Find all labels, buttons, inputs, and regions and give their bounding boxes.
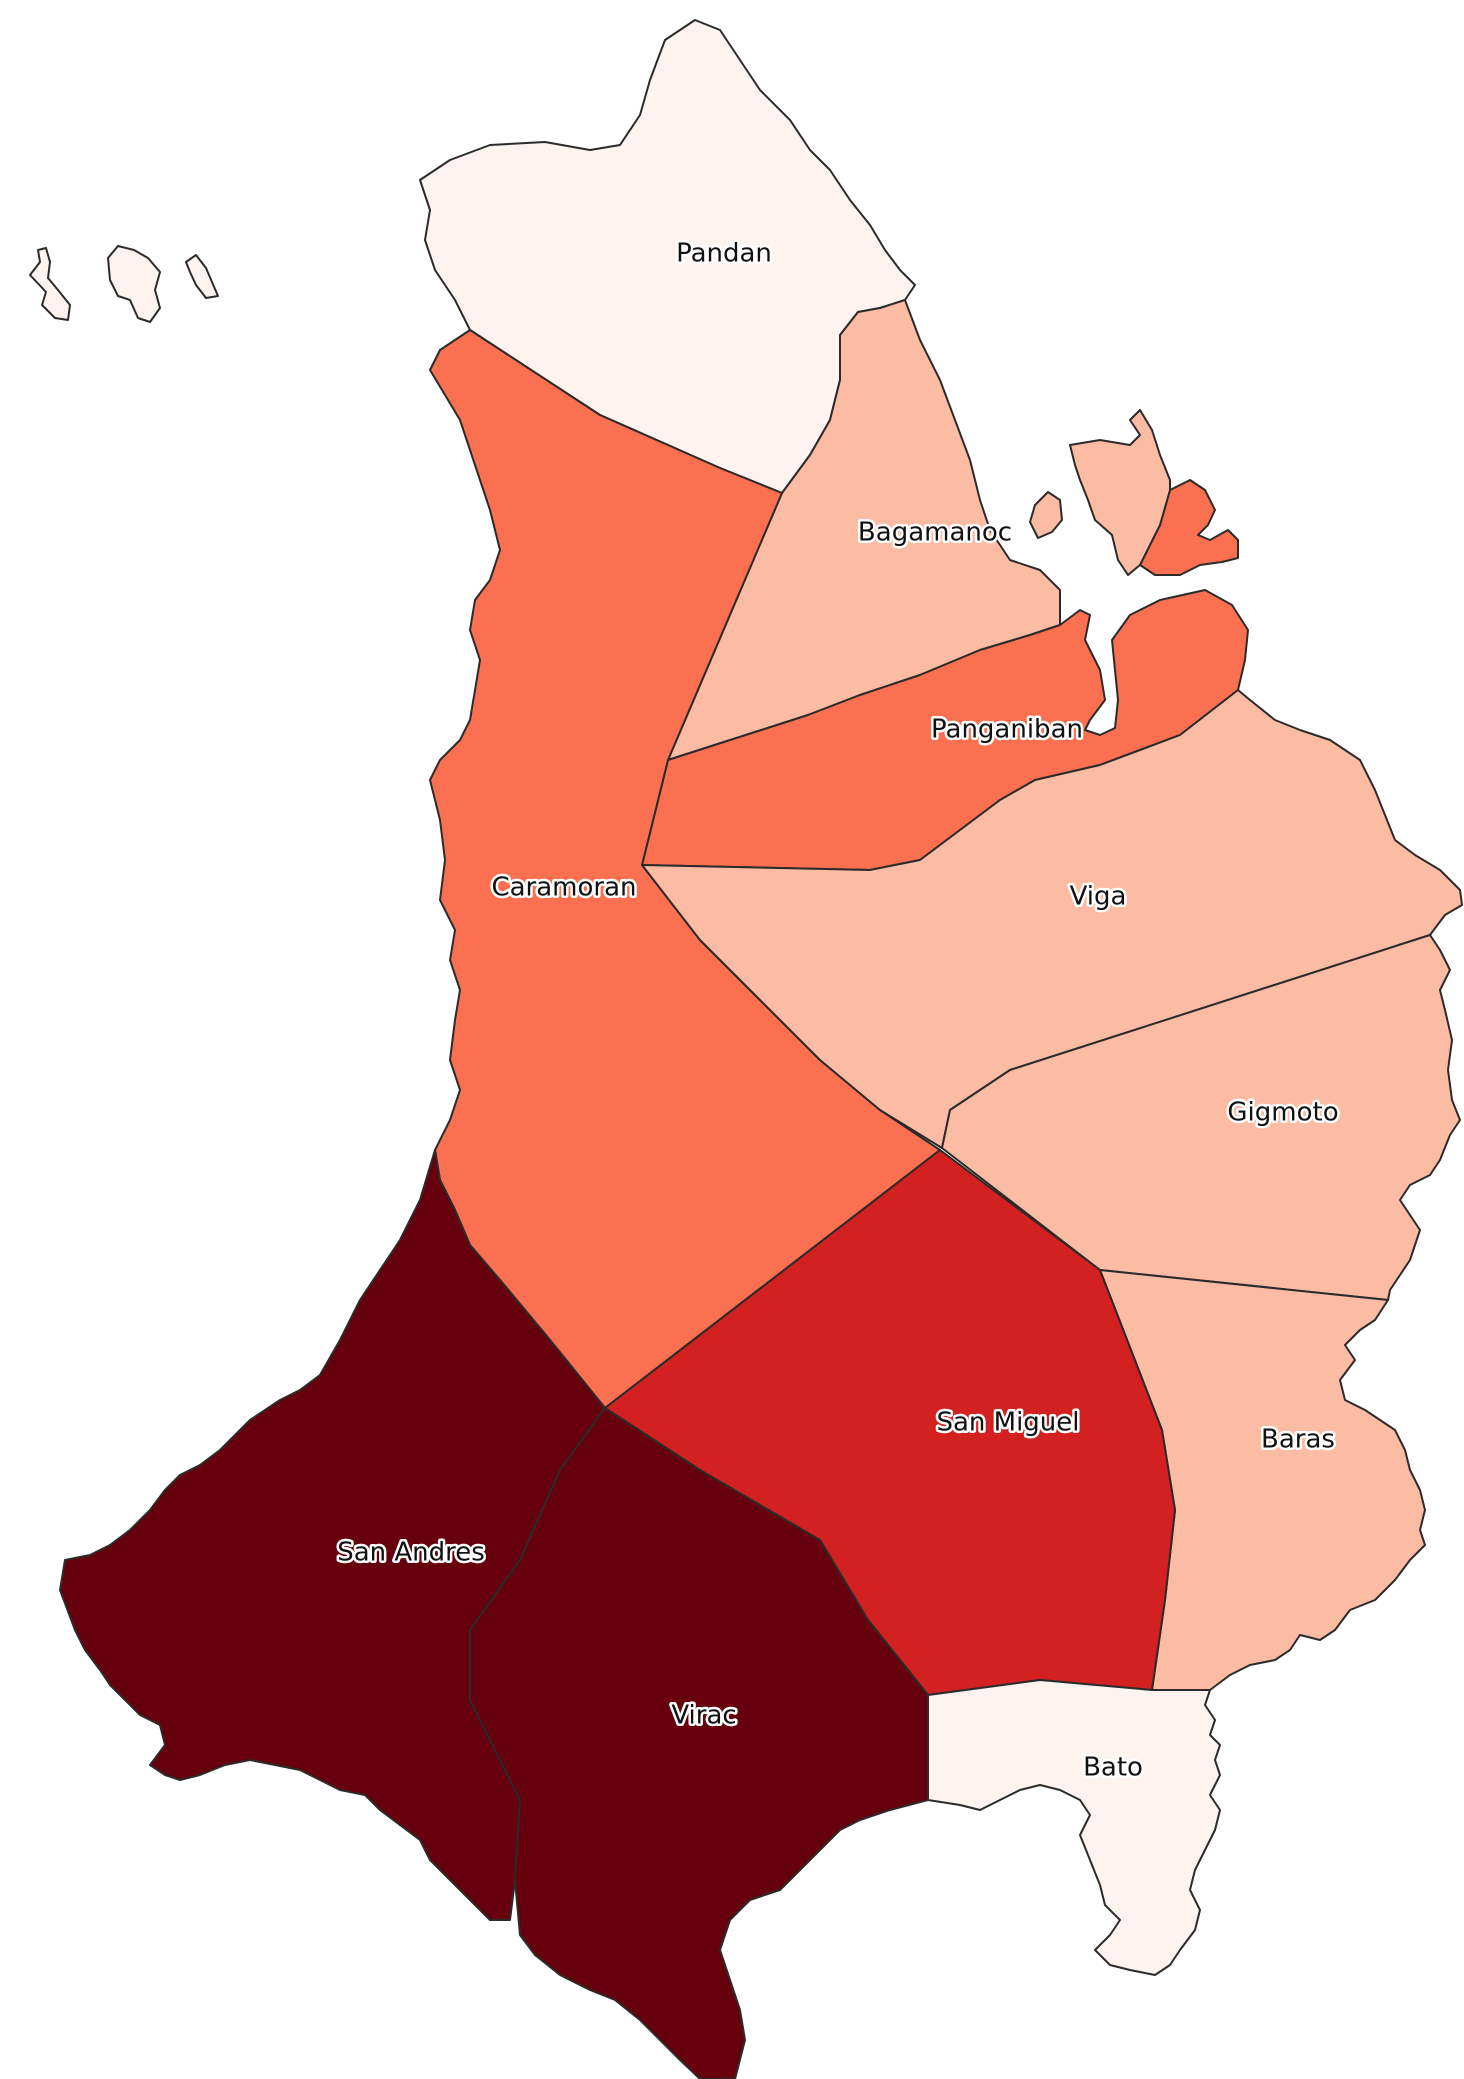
label-bato: Bato [1083,1753,1143,1783]
islet-north-1 [1069,409,1171,576]
region-baras [1099,1269,1426,1691]
label-san-miguel: San Miguel [936,1408,1079,1438]
islet-west-1 [29,247,71,321]
region-virac [469,1407,929,2079]
label-gigmoto: Gigmoto [1227,1098,1338,1128]
label-baras: Baras [1261,1425,1335,1455]
region-bato [927,1679,1221,1976]
islet-north-2 [1029,491,1063,539]
region-gigmoto [941,934,1461,1301]
islet-west-3 [185,254,219,299]
label-bagamanoc: Bagamanoc [858,518,1012,548]
label-viga: Viga [1070,882,1127,912]
label-caramoran: Caramoran [491,873,636,903]
label-pandan: Pandan [676,239,772,269]
islet-west-2 [107,245,161,323]
label-san-andres: San Andres [337,1538,485,1568]
label-panganiban: Panganiban [931,715,1083,745]
label-virac: Virac [671,1701,736,1731]
